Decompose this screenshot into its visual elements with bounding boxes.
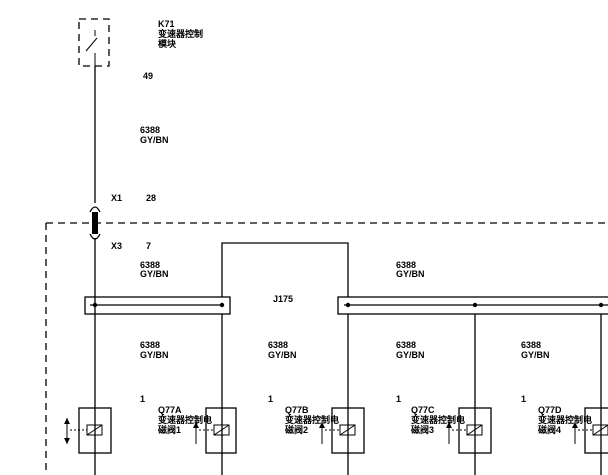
wire-top-color: GY/BN xyxy=(140,135,169,145)
solenoid-name-line2: 磁阀4 xyxy=(538,424,561,435)
solenoid-ref: Q77C xyxy=(411,405,435,415)
connector-x3-pin: 7 xyxy=(146,241,151,251)
solenoid-q77d: 6388 GY/BN 1 Q77D 变速器控制电 磁阀4 xyxy=(521,340,608,454)
solenoid-circuit: 6388 xyxy=(140,340,160,350)
splice-j175: J175 xyxy=(84,242,608,315)
solenoid-ref: Q77A xyxy=(158,405,182,415)
solenoid-q77b: 6388 GY/BN 1 Q77B 变速器控制电 磁阀2 xyxy=(268,340,365,454)
solenoid-wire-color: GY/BN xyxy=(268,350,297,360)
solenoid-circuit: 6388 xyxy=(396,340,416,350)
solenoid-name-line2: 磁阀1 xyxy=(158,424,181,435)
solenoid-name-line1: 变速器控制电 xyxy=(158,414,212,425)
connector-x1-x3: X1 28 X3 7 xyxy=(89,193,156,251)
solenoid-ref: Q77D xyxy=(538,405,562,415)
solenoid-name-line2: 磁阀2 xyxy=(285,424,308,435)
switch-icon xyxy=(85,30,98,66)
wire-top-circuit: 6388 xyxy=(140,125,160,135)
solenoid-wire-color: GY/BN xyxy=(140,350,169,360)
module-k71-box xyxy=(78,18,110,67)
wire-left-bus-circuit: 6388 xyxy=(140,260,160,270)
solenoid-wire-color: GY/BN xyxy=(396,350,425,360)
solenoid-name-line1: 变速器控制电 xyxy=(411,414,465,425)
solenoid-circuit: 6388 xyxy=(521,340,541,350)
wire-right-bus-color: GY/BN xyxy=(396,269,425,279)
splice-ref: J175 xyxy=(273,294,293,304)
solenoid-q77c: 6388 GY/BN 1 Q77C 变速器控制电 磁阀3 xyxy=(396,340,492,454)
solenoid-pin: 1 xyxy=(140,394,145,404)
connector-x1-pin: 28 xyxy=(146,193,156,203)
solenoid-wire-color: GY/BN xyxy=(521,350,550,360)
solenoid-name-line2: 磁阀3 xyxy=(411,424,434,435)
module-ref: K71 xyxy=(158,19,175,29)
transmission-boundary xyxy=(45,222,608,475)
solenoid-name-line1: 变速器控制电 xyxy=(538,414,592,425)
module-pin: 49 xyxy=(143,71,153,81)
module-name-line2: 模块 xyxy=(158,38,177,49)
wire-left-bus-color: GY/BN xyxy=(140,269,169,279)
module-name-line1: 变速器控制 xyxy=(158,28,203,39)
solenoid-ref: Q77B xyxy=(285,405,309,415)
module-k71: K71 变速器控制 模块 49 xyxy=(78,18,203,81)
solenoid-q77a: 6388 GY/BN 1 Q77A 变速器控制电 磁阀1 xyxy=(140,340,237,454)
solenoid-pin: 1 xyxy=(268,394,273,404)
wire-right-bus-circuit: 6388 xyxy=(396,260,416,270)
solenoid-left xyxy=(64,407,112,454)
solenoid-pin: 1 xyxy=(521,394,526,404)
solenoid-circuit: 6388 xyxy=(268,340,288,350)
connector-x1-ref: X1 xyxy=(111,193,122,203)
connector-x3-ref: X3 xyxy=(111,241,122,251)
solenoid-name-line1: 变速器控制电 xyxy=(285,414,339,425)
solenoid-pin: 1 xyxy=(396,394,401,404)
